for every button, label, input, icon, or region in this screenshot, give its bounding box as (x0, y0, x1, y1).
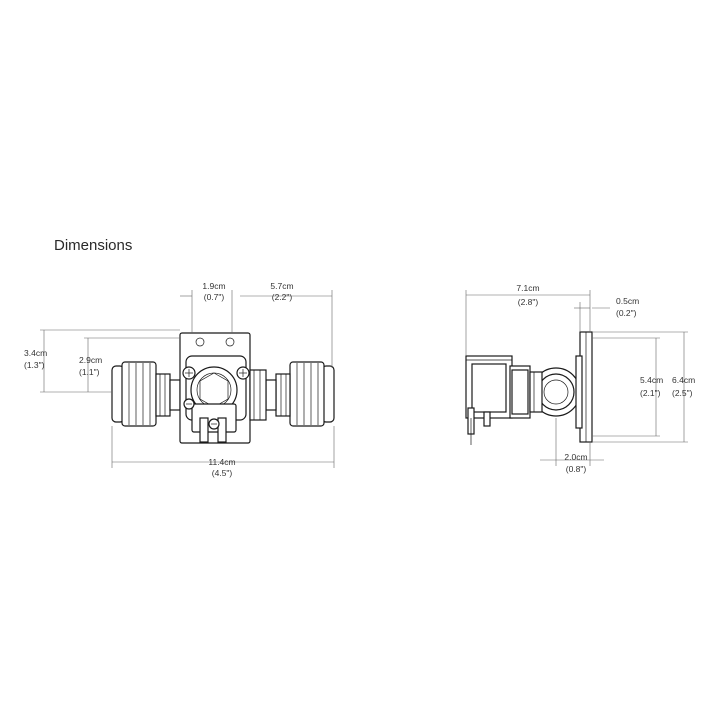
dimension-label: (0.2") (616, 308, 637, 318)
dimension-label: 0.5cm (616, 296, 639, 306)
dim-port-offset: 2.0cm (0.8") (540, 418, 604, 474)
dim-plate-height: 6.4cm (2.5") (592, 331, 695, 443)
dim-fitting-length: 5.7cm (2.2") (240, 281, 333, 368)
side-valve-body (509, 365, 581, 419)
dim-bracket-height: 2.9cm (1.1") (79, 337, 180, 392)
dimension-label: (4.5") (212, 468, 233, 478)
dimension-label: 11.4cm (208, 457, 235, 467)
dim-plate-thickness: 0.5cm (0.2") (574, 296, 639, 332)
dimension-label: 2.0cm (564, 452, 587, 462)
mounting-plate (575, 331, 593, 443)
dimension-label: 1.9cm (202, 281, 225, 291)
dimension-label: (2.8") (518, 297, 539, 307)
left-fitting (111, 361, 181, 427)
dimension-label: 5.4cm (640, 375, 663, 385)
dimension-label: (1.1") (79, 367, 100, 377)
dimension-label: (1.3") (24, 360, 45, 370)
dim-body-depth: 7.1cm (2.8") (465, 283, 591, 356)
page-title: Dimensions (54, 237, 133, 254)
dimension-label: 5.7cm (270, 281, 293, 291)
coil-housing (465, 355, 513, 445)
valve-body (179, 332, 267, 444)
dim-overall-height: 3.4cm (1.3") (24, 329, 180, 393)
dimension-label: (2.5") (672, 388, 693, 398)
dimension-label: 3.4cm (24, 348, 47, 358)
dimension-label: (2.1") (640, 388, 661, 398)
side-view: 7.1cm (2.8") 0.5cm (0.2") 5.4cm (2.1") 6… (465, 283, 695, 474)
dimension-label: 7.1cm (516, 283, 539, 293)
dimension-label: (2.2") (272, 292, 293, 302)
dimension-label: 2.9cm (79, 355, 102, 365)
right-fitting (265, 361, 335, 427)
dimension-label: (0.8") (566, 464, 587, 474)
dim-overall-length: 11.4cm (4.5") (111, 426, 335, 478)
dim-bolt-spacing: 1.9cm (0.7") (180, 281, 233, 333)
dimension-label: (0.7") (204, 292, 225, 302)
front-view: 1.9cm (0.7") 5.7cm (2.2") 3.4cm (1.3") 2… (24, 281, 335, 478)
dimension-label: 6.4cm (672, 375, 695, 385)
dim-inner-height: 5.4cm (2.1") (592, 337, 663, 437)
